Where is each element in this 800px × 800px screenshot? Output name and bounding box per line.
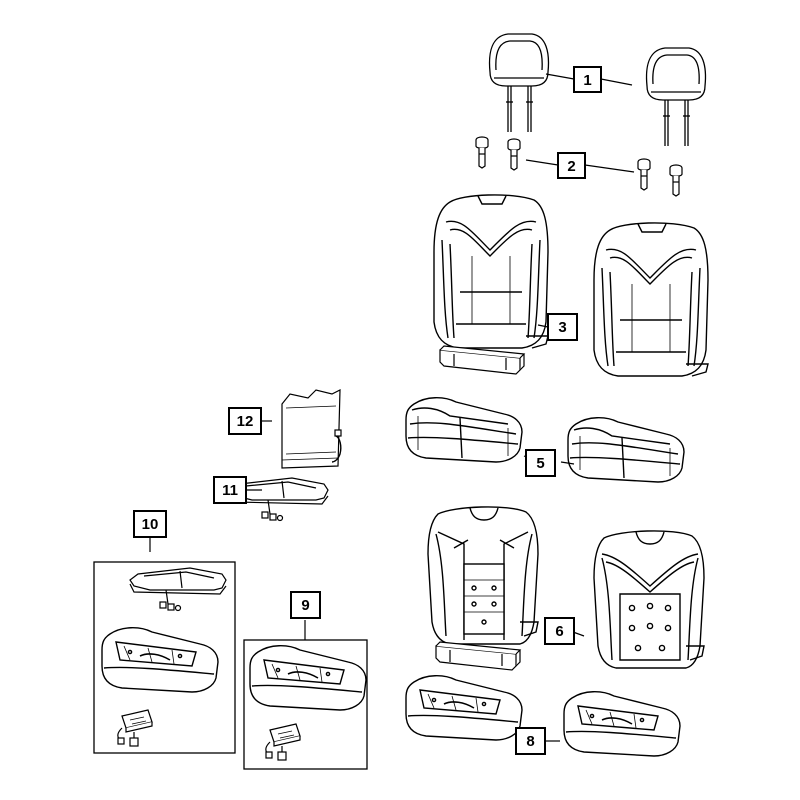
seat-back-rail-upper	[439, 345, 525, 375]
headrest-guide-1	[475, 136, 489, 169]
headrest-guide-4	[669, 164, 683, 197]
callout-11: 11	[213, 476, 247, 504]
group-frame-10	[93, 561, 236, 754]
callout-12: 12	[228, 407, 262, 435]
seat-back-cover-right	[593, 222, 709, 377]
headrest-guide-2	[507, 138, 521, 171]
callout-8: 8	[515, 727, 546, 755]
callout-3: 3	[547, 313, 578, 341]
group-9-seat-cushion	[249, 644, 367, 711]
seat-back-rail-lower	[435, 641, 521, 671]
callout-11-label: 11	[222, 482, 238, 499]
seat-back-frame-right	[593, 530, 705, 669]
callout-2-label: 2	[567, 158, 575, 175]
group-10-heater-pad	[129, 567, 227, 612]
group-9-module	[265, 723, 301, 761]
callout-1-label: 1	[583, 72, 591, 89]
callout-10: 10	[133, 510, 167, 538]
callout-5-label: 5	[536, 455, 544, 472]
seat-back-heater-pad	[281, 389, 342, 469]
callout-5: 5	[525, 449, 556, 477]
callout-2: 2	[557, 152, 586, 179]
callout-9-label: 9	[301, 597, 309, 614]
seat-cushion-cover-left	[405, 397, 523, 463]
seat-cushion-pan-right	[563, 690, 681, 757]
group-10-seat-cushion	[101, 626, 219, 693]
headrest-left	[488, 33, 550, 133]
headrest-guide-3	[637, 158, 651, 191]
seat-cushion-cover-right	[567, 417, 685, 483]
callout-9: 9	[290, 591, 321, 619]
callout-10-label: 10	[142, 516, 159, 533]
headrest-right	[645, 47, 707, 147]
seat-back-cover-left	[433, 194, 549, 349]
callout-12-label: 12	[237, 413, 254, 430]
callout-8-label: 8	[526, 733, 534, 750]
group-10-module	[117, 709, 153, 747]
seat-back-frame-left	[427, 506, 539, 645]
callout-1: 1	[573, 66, 602, 93]
callout-6: 6	[544, 617, 575, 645]
callout-3-label: 3	[558, 319, 566, 336]
callout-6-label: 6	[555, 623, 563, 640]
seat-cushion-pan-left	[405, 674, 523, 741]
